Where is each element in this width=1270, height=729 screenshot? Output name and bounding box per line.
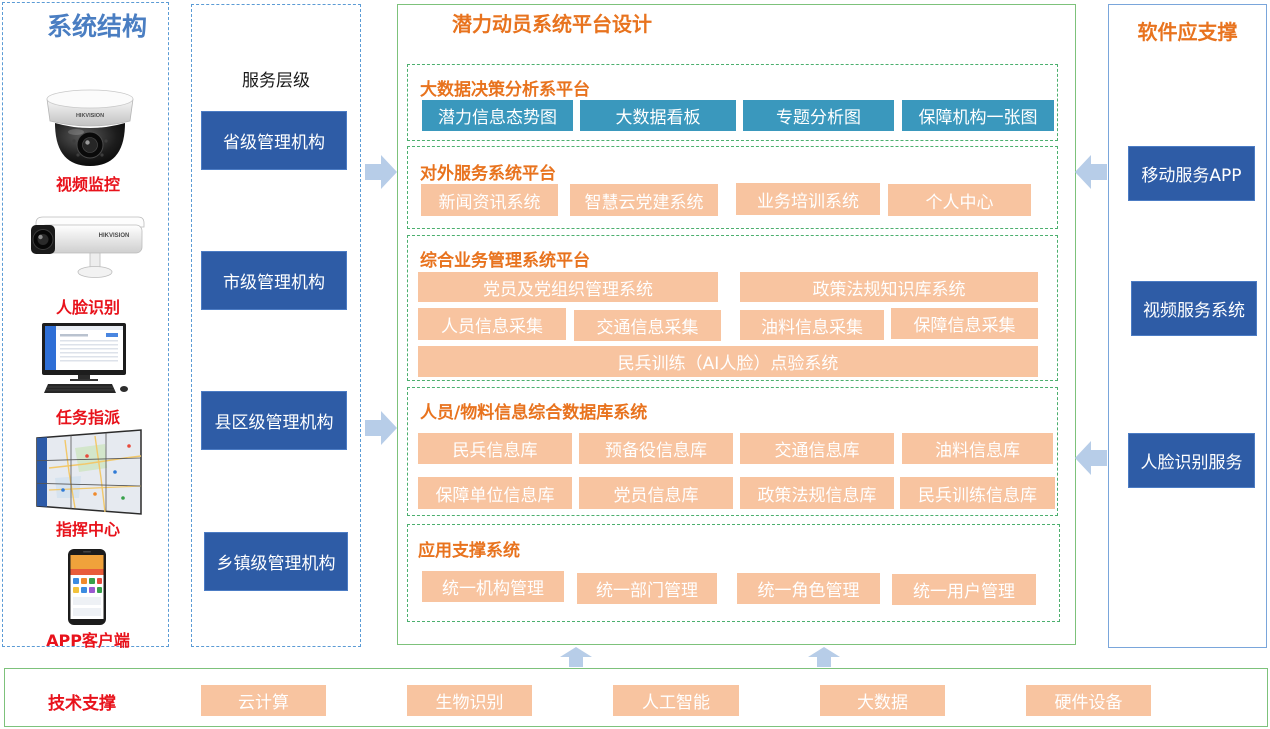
left-arrow-icon bbox=[1075, 155, 1107, 189]
module-box: 统一机构管理 bbox=[422, 571, 564, 602]
right-arrow-icon bbox=[365, 411, 397, 445]
module-box: 党员信息库 bbox=[579, 477, 733, 509]
tech-item-box: 生物识别 bbox=[407, 685, 532, 716]
device-label-app-client: APP客户端 bbox=[46, 631, 130, 650]
section-title: 综合业务管理系统平台 bbox=[420, 251, 590, 271]
level-box-provincial: 省级管理机构 bbox=[201, 111, 347, 170]
module-box: 保障信息采集 bbox=[891, 308, 1038, 339]
tech-item-box: 云计算 bbox=[201, 685, 326, 716]
module-box: 民兵信息库 bbox=[418, 433, 572, 464]
system-structure-title: 系统结构 bbox=[47, 12, 148, 41]
module-box: 交通信息采集 bbox=[574, 310, 721, 341]
level-box-county: 县区级管理机构 bbox=[201, 391, 347, 450]
module-box: 个人中心 bbox=[888, 184, 1031, 216]
module-box: 潜力信息态势图 bbox=[422, 100, 573, 131]
section-title: 应用支撑系统 bbox=[418, 541, 520, 561]
tech-item-box: 人工智能 bbox=[613, 685, 739, 716]
support-service-face-recognition: 人脸识别服务 bbox=[1128, 433, 1255, 488]
module-box: 统一用户管理 bbox=[892, 574, 1036, 605]
module-box: 专题分析图 bbox=[743, 100, 894, 131]
up-arrow-icon bbox=[560, 647, 592, 667]
platform-title: 潜力动员系统平台设计 bbox=[452, 12, 652, 36]
system-structure-panel bbox=[2, 2, 169, 647]
module-box: 民兵训练信息库 bbox=[900, 477, 1055, 509]
service-level-panel bbox=[191, 4, 361, 647]
tech-support-panel bbox=[4, 668, 1268, 727]
module-box: 新闻资讯系统 bbox=[421, 184, 558, 216]
tech-item-box: 硬件设备 bbox=[1026, 685, 1151, 716]
tech-support-title: 技术支撑 bbox=[48, 694, 116, 714]
module-box: 统一部门管理 bbox=[577, 573, 717, 604]
level-box-township: 乡镇级管理机构 bbox=[204, 532, 348, 591]
desktop-computer-icon bbox=[38, 322, 130, 396]
module-box: 政策法规信息库 bbox=[740, 477, 894, 509]
section-title: 大数据决策分析系平台 bbox=[420, 80, 590, 100]
module-box: 人员信息采集 bbox=[418, 308, 566, 340]
video-wall-icon bbox=[35, 428, 143, 516]
section-external-service bbox=[407, 146, 1058, 229]
module-box: 油料信息采集 bbox=[740, 310, 884, 340]
bullet-camera-icon: HIKVISION bbox=[28, 214, 146, 280]
module-box: 保障机构一张图 bbox=[902, 100, 1054, 131]
device-label-face-recognition: 人脸识别 bbox=[55, 298, 120, 317]
up-arrow-icon bbox=[808, 647, 840, 667]
module-box: 统一角色管理 bbox=[737, 573, 880, 604]
platform-panel bbox=[397, 4, 1076, 645]
device-label-command-center: 指挥中心 bbox=[55, 520, 120, 539]
device-label-video-surveillance: 视频监控 bbox=[55, 175, 120, 194]
module-box: 政策法规知识库系统 bbox=[740, 272, 1038, 302]
dome-camera-icon: HIKVISION bbox=[42, 86, 138, 168]
section-personnel-material-db bbox=[407, 387, 1058, 516]
module-box: 民兵训练（AI人脸）点验系统 bbox=[418, 346, 1038, 377]
module-box: 油料信息库 bbox=[902, 433, 1053, 464]
level-box-city: 市级管理机构 bbox=[201, 251, 347, 310]
right-arrow-icon bbox=[365, 155, 397, 189]
module-box: 预备役信息库 bbox=[579, 433, 733, 464]
service-level-title: 服务层级 bbox=[242, 71, 310, 91]
module-box: 党员及党组织管理系统 bbox=[418, 272, 718, 302]
smartphone-icon bbox=[67, 548, 107, 626]
module-box: 智慧云党建系统 bbox=[570, 184, 718, 216]
software-support-panel bbox=[1108, 4, 1267, 648]
section-title: 人员/物料信息综合数据库系统 bbox=[420, 403, 648, 423]
device-label-task-dispatch: 任务指派 bbox=[55, 408, 120, 427]
support-service-video: 视频服务系统 bbox=[1131, 281, 1257, 336]
module-box: 业务培训系统 bbox=[736, 183, 880, 215]
module-box: 大数据看板 bbox=[580, 100, 736, 131]
section-application-support bbox=[407, 524, 1060, 622]
section-title: 对外服务系统平台 bbox=[420, 164, 556, 184]
software-support-title: 软件应支撑 bbox=[1137, 20, 1238, 44]
camera-brand-logo: HIKVISION bbox=[99, 233, 130, 239]
camera-brand-logo: HIKVISION bbox=[76, 113, 104, 119]
support-service-mobile-app: 移动服务APP bbox=[1128, 146, 1255, 201]
module-box: 保障单位信息库 bbox=[418, 477, 572, 509]
tech-item-box: 大数据 bbox=[820, 685, 945, 716]
section-integrated-business bbox=[407, 235, 1058, 381]
section-big-data-decision bbox=[407, 64, 1058, 141]
left-arrow-icon bbox=[1075, 441, 1107, 475]
module-box: 交通信息库 bbox=[740, 433, 894, 464]
